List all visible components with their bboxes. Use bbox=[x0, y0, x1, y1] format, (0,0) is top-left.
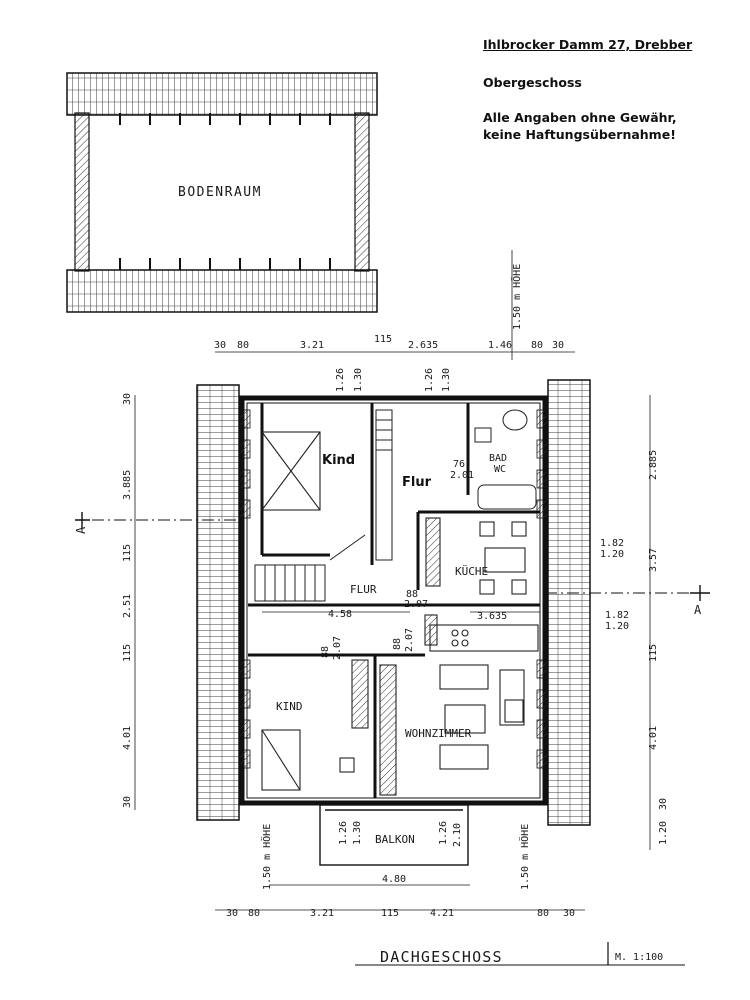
dim-left-251: 2.51 bbox=[122, 594, 133, 618]
dim-right-401: 4.01 bbox=[648, 726, 659, 750]
dim-win-120a: 1.20 bbox=[600, 549, 624, 560]
living-room-furniture bbox=[379, 664, 525, 796]
staircase bbox=[254, 409, 393, 602]
dim-right-357: 3.57 bbox=[648, 548, 659, 572]
kind-top-furniture bbox=[261, 431, 321, 511]
dim-balkon-130: 1.30 bbox=[352, 821, 363, 845]
dim-left-115: 115 bbox=[122, 544, 133, 562]
bad-label: BAD bbox=[489, 453, 507, 464]
disclaimer-line-2: keine Haftungsübernahme! bbox=[483, 127, 676, 142]
section-marker-left: A bbox=[74, 526, 88, 534]
dim-top-30b: 30 bbox=[552, 340, 564, 351]
dim-bot-115: 115 bbox=[381, 908, 399, 919]
kind-bottom-furniture bbox=[261, 659, 369, 791]
dim-bad-door-76: 76 bbox=[453, 459, 465, 470]
dim-left-3885: 3.885 bbox=[122, 470, 133, 500]
dim-flur-door-88: 88 bbox=[406, 589, 418, 600]
dim-top-2635: 2.635 bbox=[408, 340, 438, 351]
wohnzimmer-label: WOHNZIMMER bbox=[405, 727, 472, 740]
drawing-scale: M. 1:100 bbox=[615, 952, 663, 963]
dim-bot-80: 80 bbox=[248, 908, 260, 919]
dim-balkon-126: 1.26 bbox=[338, 821, 349, 845]
bathroom-fixtures bbox=[474, 409, 537, 510]
dimension-lines bbox=[134, 250, 651, 911]
dim-right-30: 30 bbox=[658, 798, 669, 810]
dim-left-401: 4.01 bbox=[122, 726, 133, 750]
attic-wall-right bbox=[354, 112, 370, 272]
flur-lower-label: FLUR bbox=[350, 583, 377, 596]
dim-left-115b: 115 bbox=[122, 644, 133, 662]
height-note-top: 1.50 m HÖHE bbox=[510, 264, 523, 330]
dim-door-130a: 1.30 bbox=[353, 368, 364, 392]
dim-kind-door-88: 88 bbox=[320, 646, 331, 658]
wall-bays bbox=[239, 409, 548, 769]
attic-roof-top bbox=[66, 72, 378, 116]
dim-bot-80b: 80 bbox=[537, 908, 549, 919]
dim-door-130b: 1.30 bbox=[441, 368, 452, 392]
dim-right-2885: 2.885 bbox=[648, 450, 659, 480]
dim-bot-30: 30 bbox=[226, 908, 238, 919]
dim-left-30: 30 bbox=[122, 393, 133, 405]
height-note-bottom-right: 1.50 m HÖHE bbox=[518, 824, 531, 890]
dim-right-120: 1.20 bbox=[658, 821, 669, 845]
interior-walls bbox=[248, 403, 540, 798]
dim-right-115: 115 bbox=[648, 644, 659, 662]
flur-top-label: Flur bbox=[402, 475, 432, 490]
outer-walls bbox=[239, 395, 548, 806]
dim-balkon-210: 2.10 bbox=[452, 823, 463, 847]
floor-label: Obergeschoss bbox=[483, 75, 582, 90]
dim-wz-door-207: 2.07 bbox=[404, 628, 415, 652]
kitchen-furniture bbox=[424, 517, 539, 652]
dim-win-120b: 1.20 bbox=[605, 621, 629, 632]
wc-label: WC bbox=[494, 464, 506, 475]
dim-door-126b: 1.26 bbox=[424, 368, 435, 392]
bodenraum-plan: BODENRAUM bbox=[66, 72, 378, 313]
dim-left-30b: 30 bbox=[122, 796, 133, 808]
kueche-label: KÜCHE bbox=[455, 565, 488, 578]
dim-balkon-480: 4.80 bbox=[382, 874, 406, 885]
dim-bot-321: 3.21 bbox=[310, 908, 334, 919]
section-line-a bbox=[75, 512, 710, 601]
dim-top-80b: 80 bbox=[531, 340, 543, 351]
address-heading: Ihlbrocker Damm 27, Drebber bbox=[483, 37, 693, 52]
height-note-bottom-left: 1.50 m HÖHE bbox=[260, 824, 273, 890]
attic-wall-left bbox=[74, 112, 90, 272]
dim-bot-30b: 30 bbox=[563, 908, 575, 919]
dim-top-146: 1.46 bbox=[488, 340, 512, 351]
disclaimer-line-1: Alle Angaben ohne Gewähr, bbox=[483, 110, 677, 125]
dim-win-182b: 1.82 bbox=[605, 610, 629, 621]
dim-flur-458: 4.58 bbox=[328, 609, 352, 620]
kind-top-label: Kind bbox=[322, 453, 355, 468]
dim-top-30: 30 bbox=[214, 340, 226, 351]
balcony bbox=[319, 804, 469, 866]
dim-kind-door-207: 2.07 bbox=[332, 636, 343, 660]
drawing-title: DACHGESCHOSS bbox=[380, 948, 503, 966]
balkon-label: BALKON bbox=[375, 833, 415, 846]
dim-balkon-126b: 1.26 bbox=[438, 821, 449, 845]
roof-slope-right bbox=[547, 379, 591, 826]
kind-bottom-label: KIND bbox=[276, 700, 303, 713]
dim-bad-door-201: 2.01 bbox=[450, 470, 474, 481]
dim-top-80: 80 bbox=[237, 340, 249, 351]
dim-top-115: 115 bbox=[374, 334, 392, 345]
section-marker-right: A bbox=[694, 603, 702, 617]
dim-bot-421: 4.21 bbox=[430, 908, 454, 919]
dim-flur-door-207: 2.07 bbox=[404, 599, 428, 610]
attic-roof-bottom bbox=[66, 269, 378, 313]
dim-wz-door-88: 88 bbox=[392, 638, 403, 650]
dim-win-182a: 1.82 bbox=[600, 538, 624, 549]
dim-top-321: 3.21 bbox=[300, 340, 324, 351]
dim-door-126a: 1.26 bbox=[335, 368, 346, 392]
bodenraum-label: BODENRAUM bbox=[178, 185, 262, 200]
dim-kueche-3635: 3.635 bbox=[477, 611, 507, 622]
roof-slope-left bbox=[196, 384, 240, 821]
